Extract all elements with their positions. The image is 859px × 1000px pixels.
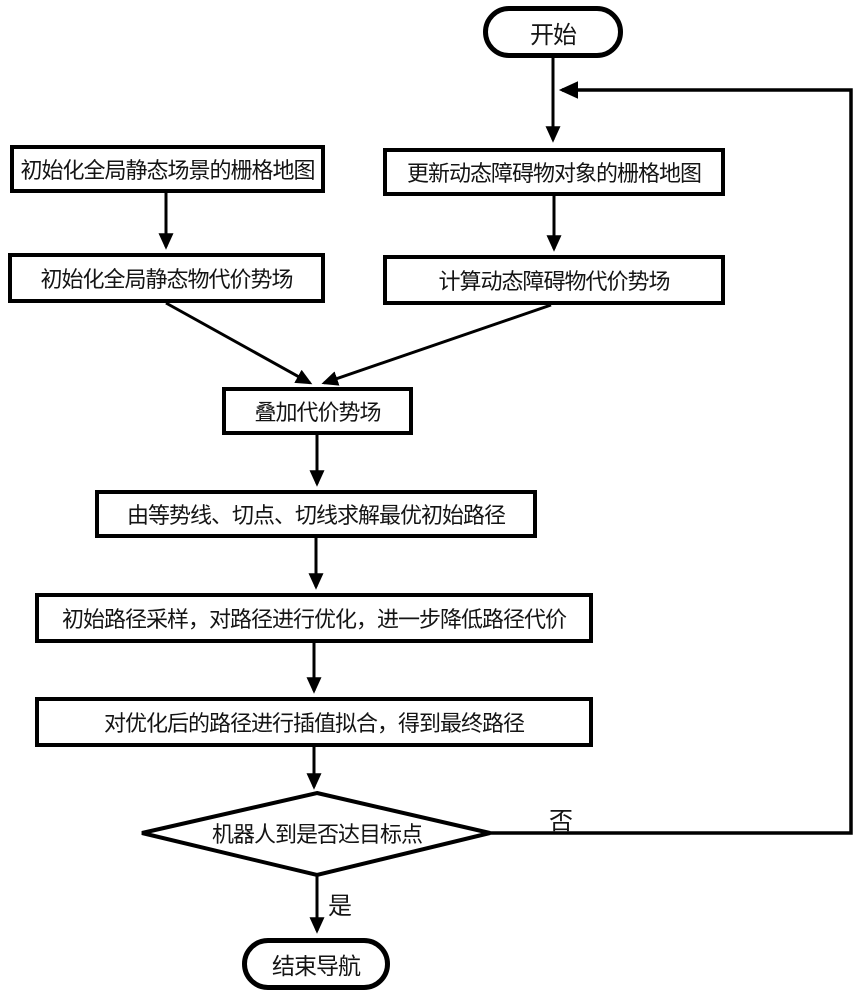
- edge-calc-field-to-superimpose: [321, 303, 552, 386]
- node-init-static-grid-map-label: 初始化全局静态场景的栅格地图: [20, 158, 315, 183]
- node-goal-check-decision: 机器人到是否达目标点: [167, 811, 467, 855]
- decision-diamond-shape: [141, 790, 491, 878]
- edge-label-yes: 是: [328, 893, 352, 920]
- node-solve-initial-path-label: 由等势线、切点、切线求解最优初始路径: [126, 503, 506, 528]
- node-end-navigation: 结束导航: [242, 938, 390, 990]
- node-superimpose-cost-fields-label: 叠加代价势场: [254, 400, 381, 425]
- node-update-dynamic-grid-map: 更新动态障碍物对象的栅格地图: [383, 148, 725, 196]
- edge-init-field-to-superimpose: [165, 301, 313, 385]
- node-interpolate-final-path-label: 对优化后的路径进行插值拟合，得到最终路径: [103, 711, 525, 736]
- node-init-static-cost-field-label: 初始化全局静态物代价势场: [40, 267, 293, 292]
- node-solve-initial-path: 由等势线、切点、切线求解最优初始路径: [95, 490, 537, 538]
- edge-goal-check-no-loop: [490, 81, 853, 835]
- node-sample-optimize-path-label: 初始路径采样，对路径进行优化，进一步降低路径代价: [61, 607, 567, 632]
- node-calc-dynamic-cost-field: 计算动态障碍物代价势场: [383, 255, 725, 305]
- node-start-label: 开始: [530, 21, 577, 49]
- node-calc-dynamic-cost-field-label: 计算动态障碍物代价势场: [438, 269, 670, 294]
- node-update-dynamic-grid-map-label: 更新动态障碍物对象的栅格地图: [406, 161, 702, 186]
- node-superimpose-cost-fields: 叠加代价势场: [222, 387, 413, 435]
- node-goal-check-decision-label: 机器人到是否达目标点: [211, 822, 423, 847]
- node-sample-optimize-path: 初始路径采样，对路径进行优化，进一步降低路径代价: [35, 593, 593, 643]
- node-start: 开始: [483, 6, 623, 58]
- node-init-static-cost-field: 初始化全局静态物代价势场: [8, 253, 325, 303]
- node-init-static-grid-map: 初始化全局静态场景的栅格地图: [10, 145, 325, 193]
- edge-label-no: 否: [549, 808, 573, 835]
- node-interpolate-final-path: 对优化后的路径进行插值拟合，得到最终路径: [35, 697, 593, 747]
- node-end-navigation-label: 结束导航: [272, 953, 361, 979]
